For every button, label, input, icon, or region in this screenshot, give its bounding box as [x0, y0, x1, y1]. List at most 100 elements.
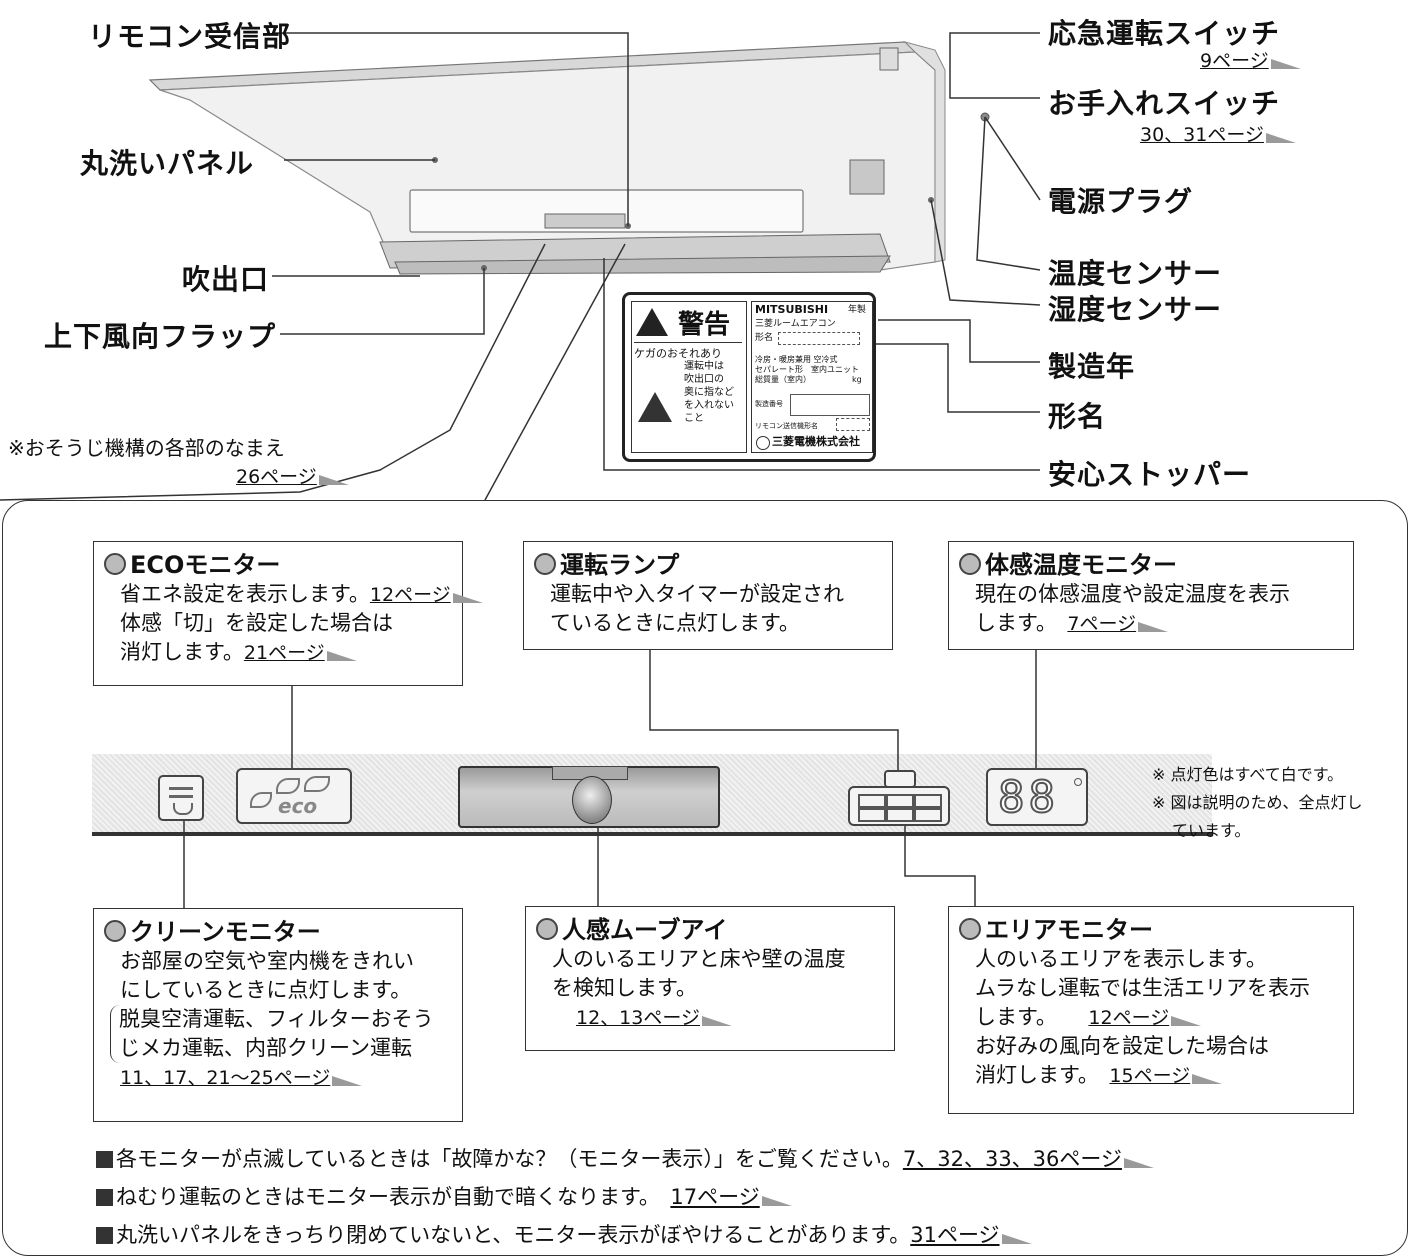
panel-note-1: ※ 点灯色はすべて白です。 — [1152, 765, 1344, 784]
manufacture-year-label: 製造年 — [1048, 350, 1136, 383]
care-switch-ref[interactable]: 30、31ページ — [1140, 124, 1296, 146]
body-temp-box: 体感温度モニター 現在の体感温度や設定温度を表示 します。 7ページ — [948, 541, 1354, 650]
flap-label: 上下風向フラップ — [44, 320, 277, 353]
footnote-2-ref[interactable]: 17ページ — [670, 1185, 792, 1209]
eco-monitor-box: ECOモニター 省エネ設定を表示します。12ページ 体感「切」を設定した場合は … — [93, 541, 483, 686]
page-arrow-icon — [1138, 622, 1169, 632]
page-arrow-icon — [701, 1016, 732, 1026]
leader-cleaning-left — [0, 243, 546, 501]
page-arrow-icon — [1192, 1074, 1223, 1084]
cleaning-note-ref[interactable]: 26ページ — [236, 466, 349, 488]
emergency-switch-ref[interactable]: 9ページ — [1200, 50, 1301, 72]
warning-triangle-icon — [636, 308, 668, 336]
page-arrow-icon — [332, 1076, 363, 1086]
bullet-circle-icon — [959, 553, 981, 575]
display-window — [409, 189, 804, 233]
area-monitor-box: エリアモニター 人のいるエリアを表示します。 ムラなし運転では生活エリアを表示 … — [948, 906, 1354, 1114]
panel-note-3: ています。 — [1172, 821, 1251, 840]
warning-left-panel: 警告 ケガのおそれあり 運転中は 吹出口の 奥に指など を入れない こと — [631, 301, 747, 453]
rating-spec-1: 冷房・暖房兼用 空冷式 — [755, 355, 838, 364]
degree-icon — [1074, 778, 1082, 786]
bullet-square-icon — [96, 1151, 113, 1168]
run-lamp-box: 運転ランプ 運転中や入タイマーが設定され ているときに点灯します。 — [523, 541, 893, 650]
unit-side — [903, 41, 946, 263]
area-ref-1[interactable]: 12ページ — [1088, 1007, 1202, 1029]
page-arrow-icon — [452, 593, 483, 603]
rating-spec-2: セパレート形 室内ユニット — [755, 365, 859, 374]
rating-maker: 三菱電機株式会社 — [772, 435, 860, 448]
area-monitor-icon — [848, 786, 950, 826]
no-finger-icon — [638, 392, 672, 422]
model-name-label: 形名 — [1048, 400, 1107, 433]
footnote-1: 各モニターが点滅しているときは「故障かな？（モニター表示）」をご覧ください。7、… — [96, 1143, 1154, 1173]
page-arrow-icon — [326, 651, 357, 661]
page-arrow-icon — [1270, 59, 1301, 69]
eco-ref-2[interactable]: 21ページ — [244, 642, 357, 664]
humidity-sensor-label: 湿度センサー — [1048, 293, 1223, 326]
rating-spec-5: リモコン送信機形名 — [755, 422, 818, 430]
emergency-switch-window — [879, 47, 899, 71]
warning-caution: ケガのおそれあり — [634, 342, 742, 361]
bullet-circle-icon — [534, 553, 556, 575]
flap-shape — [394, 255, 891, 275]
eco-monitor-title: ECOモニター — [130, 551, 281, 579]
bullet-square-icon — [96, 1227, 113, 1244]
leaf-icon — [276, 778, 300, 794]
air-conditioner-illustration — [0, 32, 1041, 501]
monitor-detail-frame — [2, 500, 1408, 1256]
eco-monitor-icon: eco — [236, 768, 352, 824]
panel-base-line — [92, 832, 1212, 836]
area-monitor-title: エリアモニター — [985, 916, 1153, 944]
leaf-icon — [304, 776, 330, 792]
temperature-display: 88 — [986, 768, 1088, 826]
rating-plate: MITSUBISHI 年製 三菱ルームエアコン 形名 冷房・暖房兼用 空冷式 セ… — [751, 301, 873, 453]
remote-receiver-label: リモコン受信部 — [88, 20, 292, 53]
move-eye-title: 人感ムーブアイ — [562, 916, 728, 944]
clean-ref[interactable]: 11、17、21～25ページ — [120, 1067, 363, 1089]
body-temp-ref[interactable]: 7ページ — [1067, 613, 1169, 635]
rating-spec-4: 製造番号 — [755, 400, 783, 408]
move-eye-box: 人感ムーブアイ 人のいるエリアと床や壁の温度 を検知します。 12、13ページ — [525, 906, 895, 1051]
leader-stopper — [603, 258, 1040, 471]
display-bar — [544, 213, 626, 229]
leader-cleaning-right — [484, 243, 626, 501]
page-arrow-icon — [1123, 1158, 1154, 1168]
warning-title: 警告 — [678, 310, 731, 340]
warning-label: 警告 ケガのおそれあり 運転中は 吹出口の 奥に指など を入れない こと MIT… — [622, 292, 876, 462]
mitsubishi-logo-icon — [756, 436, 770, 450]
move-eye-sensor — [458, 766, 720, 828]
eco-ref-1[interactable]: 12ページ — [370, 584, 483, 606]
care-switch-label: お手入れスイッチ — [1048, 87, 1281, 120]
bullet-square-icon — [96, 1189, 113, 1206]
rating-product: 三菱ルームエアコン — [755, 319, 836, 329]
clean-monitor-box: クリーンモニター お部屋の空気や室内機をきれい にしているときに点灯します。 脱… — [93, 908, 463, 1122]
leader-remote-receiver — [272, 32, 629, 226]
page-arrow-icon — [761, 1196, 792, 1206]
run-lamp-title: 運転ランプ — [560, 551, 680, 579]
page-arrow-icon — [1171, 1016, 1202, 1026]
body-temp-title: 体感温度モニター — [985, 551, 1177, 579]
sensor-lens-icon — [572, 776, 612, 824]
cleaning-note: ※おそうじ機構の各部のなまえ — [8, 436, 285, 460]
washable-panel-label: 丸洗いパネル — [80, 147, 255, 180]
footnote-3: 丸洗いパネルをきっちり閉めていないと、モニター表示がぼやけることがあります。31… — [96, 1219, 1032, 1249]
safety-stopper-label: 安心ストッパー — [1048, 458, 1252, 491]
area-ref-2[interactable]: 15ページ — [1109, 1065, 1223, 1087]
leader-year — [878, 319, 1040, 363]
leader-model — [875, 343, 1040, 413]
leader-emergency — [949, 32, 1040, 99]
power-plug-label: 電源プラグ — [1048, 185, 1194, 218]
move-eye-ref[interactable]: 12、13ページ — [576, 1007, 732, 1029]
footnote-3-ref[interactable]: 31ページ — [910, 1223, 1032, 1247]
page-arrow-icon — [1001, 1234, 1032, 1244]
eco-text: eco — [278, 794, 318, 818]
rating-model-row: 形名 — [755, 333, 774, 343]
leader-flap — [280, 268, 485, 335]
leaf-icon — [250, 792, 272, 808]
rating-spec-3: 総質量（室内） — [755, 375, 811, 384]
panel-note-2: ※ 図は説明のため、全点灯し — [1152, 793, 1363, 812]
rating-year-tag: 年製 — [848, 305, 867, 315]
footnote-1-ref[interactable]: 7、32、33、36ページ — [903, 1147, 1154, 1171]
leader-temp-sensor — [976, 116, 1041, 271]
